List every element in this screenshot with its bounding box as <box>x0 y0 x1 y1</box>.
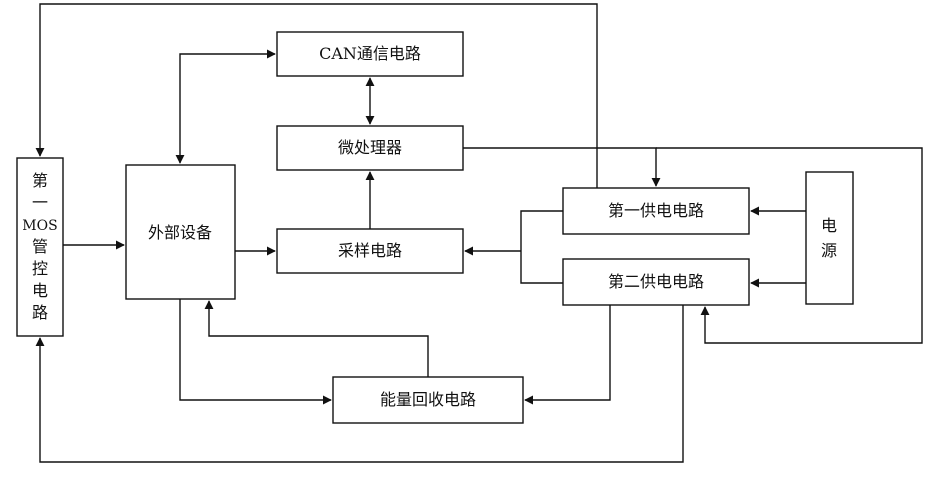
mos-control-label-4: 管 <box>32 237 48 256</box>
second-supply-label: 第二供电电路 <box>608 272 704 291</box>
wire-mcu-to-first-supply <box>463 147 661 187</box>
mos-control-label-5: 控 <box>32 259 48 278</box>
wire-supplies-bus <box>520 210 563 284</box>
energy-recovery-label: 能量回收电路 <box>380 390 476 409</box>
wire-mcu-to-second-supply <box>656 147 923 344</box>
first-supply-block: 第一供电电路 <box>562 187 750 235</box>
wire-external-to-energy <box>179 299 332 405</box>
wire-second-supply-to-energy <box>524 305 611 405</box>
mos-control-label-6: 电 <box>32 281 48 300</box>
power-source-label-1: 电 <box>821 216 837 235</box>
energy-recovery-block: 能量回收电路 <box>332 376 524 424</box>
can-circuit-label: CAN通信电路 <box>319 44 421 63</box>
second-supply-block: 第二供电电路 <box>562 258 750 306</box>
microprocessor-block: 微处理器 <box>276 125 464 171</box>
power-source-label-2: 源 <box>821 241 837 260</box>
wire-second-supply-to-mos-bottom <box>35 305 684 463</box>
mos-control-label-3: MOS <box>22 218 57 234</box>
microprocessor-label: 微处理器 <box>338 138 402 157</box>
external-device-label: 外部设备 <box>148 223 212 242</box>
sampling-circuit-label: 采样电路 <box>338 241 402 260</box>
sampling-circuit-block: 采样电路 <box>276 228 464 274</box>
external-device-block: 外部设备 <box>125 164 236 300</box>
first-supply-label: 第一供电电路 <box>608 201 704 220</box>
power-source-block: 电 源 <box>805 171 854 305</box>
can-circuit-block: CAN通信电路 <box>276 31 464 77</box>
mos-control-label-1: 第 <box>32 171 48 190</box>
mos-control-block: 第 一 MOS 管 控 电 路 <box>16 157 64 337</box>
wire-external-can-bidirectional <box>175 49 276 164</box>
wire-energy-to-external <box>204 300 429 377</box>
wire-first-supply-to-mos-top <box>35 3 598 188</box>
mos-control-label-2: 一 <box>32 193 48 212</box>
mos-control-label-7: 路 <box>32 303 48 322</box>
